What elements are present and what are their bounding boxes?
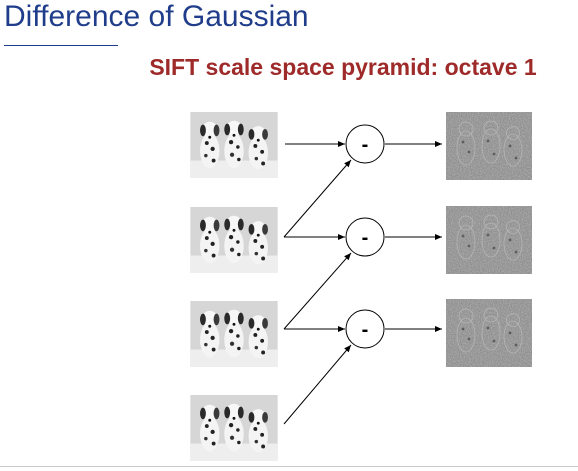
dog-image-2: [446, 206, 532, 274]
dog-image-1: [446, 112, 532, 180]
slide-title: Difference of Gaussian: [4, 0, 309, 33]
arrow-g4-to-node3: [283, 344, 352, 425]
subtract-symbol-3: -: [362, 319, 369, 341]
subtract-node-1: [345, 124, 385, 164]
slide-subtitle: SIFT scale space pyramid: octave 1: [149, 54, 537, 80]
gaussian-image-1: [190, 112, 278, 178]
subtract-symbol-2: -: [362, 227, 369, 249]
subtract-node-3: [345, 309, 385, 349]
dog-image-3: [446, 299, 532, 367]
title-underline: [4, 45, 118, 46]
gaussian-image-2: [190, 207, 278, 273]
slide-bottom-border: [0, 466, 578, 467]
subtract-node-2: [345, 217, 385, 257]
subtract-symbol-1: -: [362, 134, 369, 156]
arrow-g3-to-node2: [283, 252, 352, 330]
gaussian-image-3: [190, 301, 278, 367]
gaussian-image-4: [190, 395, 278, 461]
arrow-g2-to-node1: [283, 159, 352, 238]
